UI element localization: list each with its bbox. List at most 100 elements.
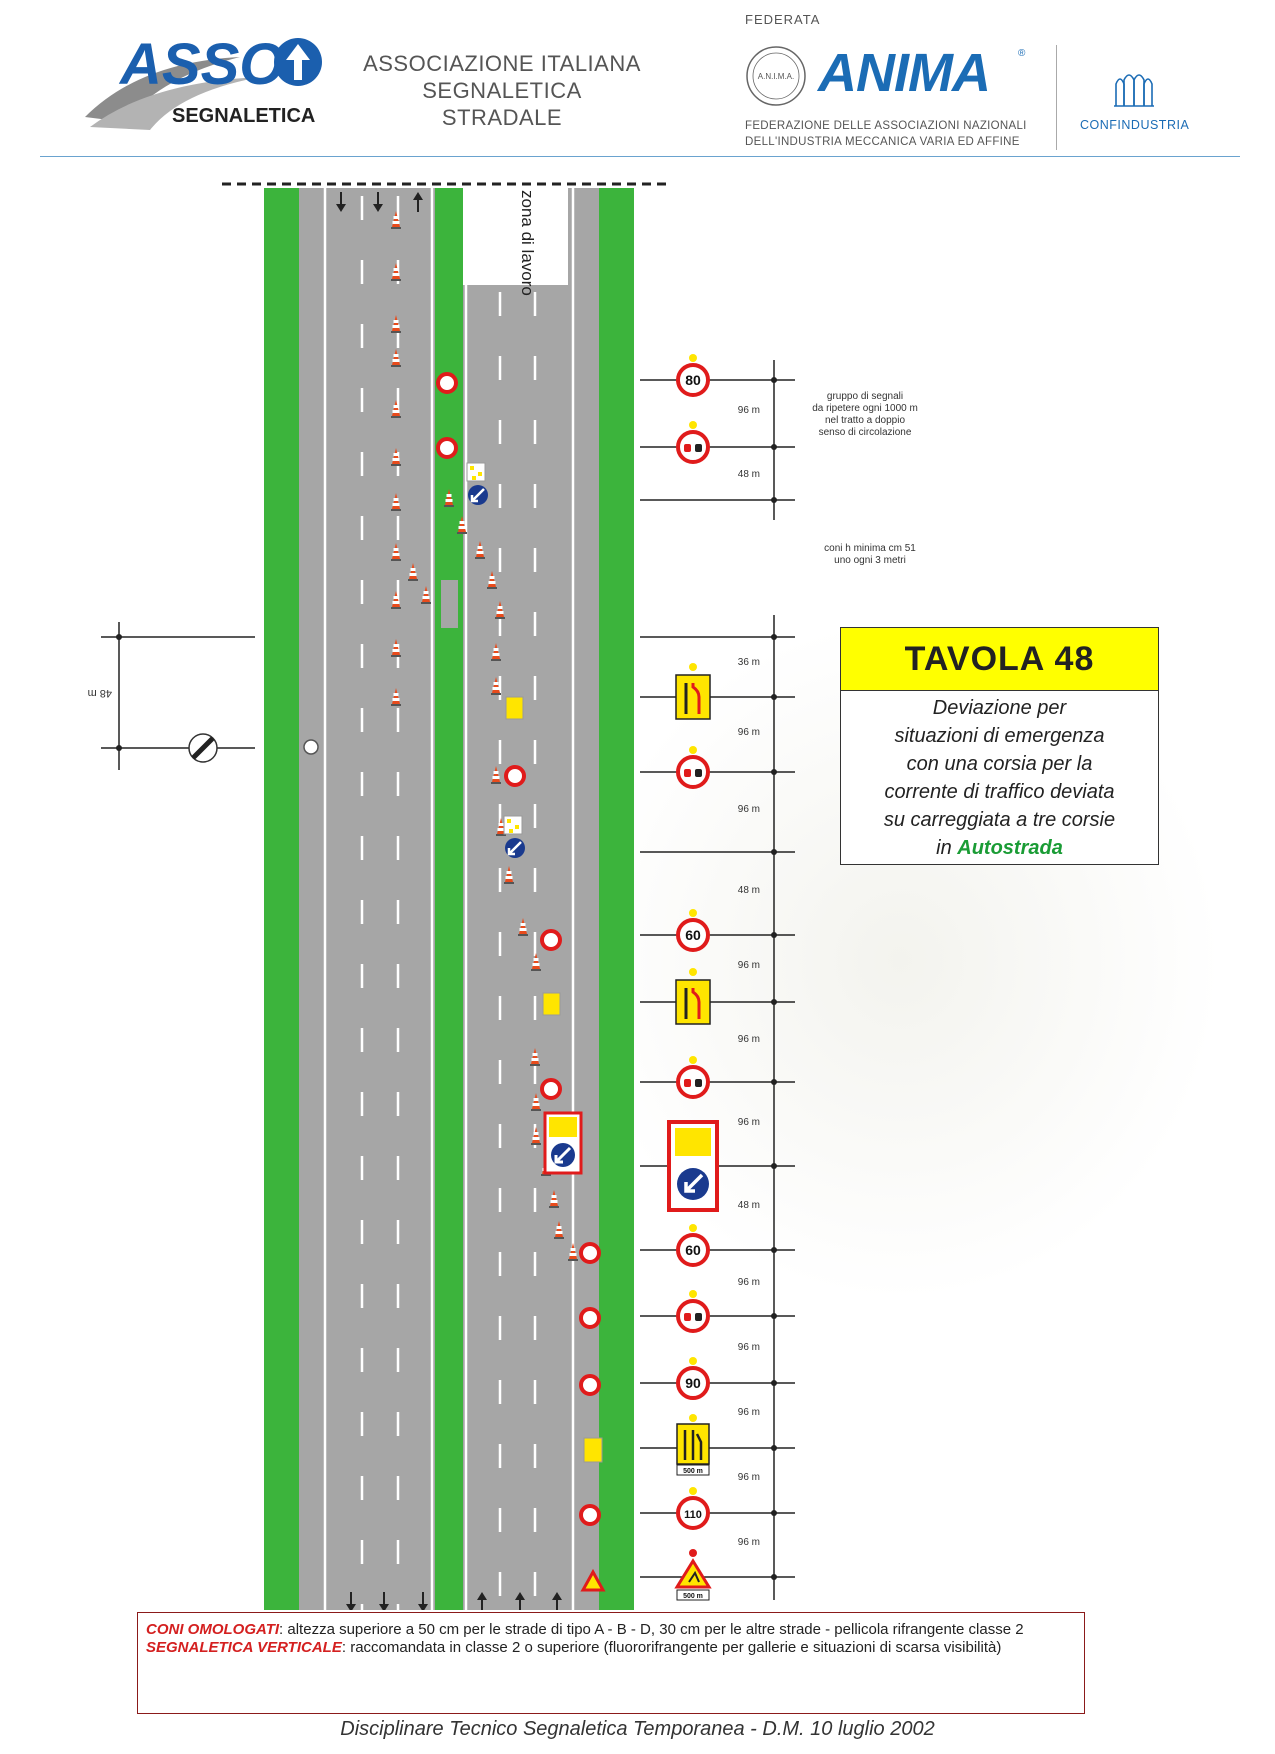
arrow-down-icon: [373, 192, 383, 212]
distance-label: 96 m: [738, 960, 760, 971]
tavola-desc-highlight: Autostrada: [957, 837, 1063, 859]
footer-caption: Disciplinare Tecnico Segnaletica Tempora…: [340, 1718, 935, 1740]
tavola-desc-line: situazioni di emergenza: [894, 725, 1105, 747]
distance-label: 36 m: [738, 657, 760, 668]
speed-limit-value: 110: [684, 1509, 702, 1521]
warning-lamp-icon: [689, 354, 697, 362]
no-entry-sign-icon: [579, 1374, 601, 1396]
note-signage-text: : raccomandata in classe 2 o superiore (…: [341, 1639, 1002, 1656]
tavola-desc-line: con una corsia per la: [906, 753, 1093, 775]
warning-lamp-icon: [689, 1549, 697, 1557]
warning-lamp-icon: [689, 746, 697, 754]
asso-swoosh: [85, 57, 240, 122]
distance-label: 96 m: [738, 1117, 760, 1128]
on-road-devices: [303, 372, 606, 1592]
delineator-icon: [303, 739, 319, 755]
yellow-warning-panel-icon: [505, 696, 524, 720]
no-entry-sign-icon: [579, 1307, 601, 1329]
warning-triangle-icon: [580, 1568, 606, 1592]
road-diagram: zona di lavoro: [88, 182, 1220, 1610]
note-line: nel tratto a doppio: [825, 415, 905, 426]
supplementary-plate-text: 500 m: [683, 1468, 703, 1475]
distance-label: 48 m: [738, 469, 760, 480]
no-entry-sign-icon: [540, 929, 562, 951]
speed-limit-sign-icon: 60: [676, 918, 710, 952]
roadworks-sign-icon: 500 m: [674, 1558, 712, 1601]
lane-change-sign-icon: [675, 979, 711, 1025]
tavola-desc-line: in Autostrada: [847, 834, 1152, 862]
warning-lamp-icon: [689, 968, 697, 976]
federata-label: FEDERATA: [745, 12, 821, 27]
speed-limit-value: 90: [685, 1375, 701, 1391]
lane-direction-arrows: [336, 192, 562, 1610]
distance-label: 96 m: [738, 1472, 760, 1483]
anima-seal-text: A.N.I.M.A.: [758, 72, 794, 81]
note-signage-key: SEGNALETICA VERTICALE: [146, 1639, 342, 1656]
no-entry-sign-icon: [436, 372, 458, 394]
tavola-desc-line: su carreggiata a tre corsie: [883, 809, 1116, 831]
asso-fullname-line1: ASSOCIAZIONE ITALIANA: [363, 51, 641, 76]
no-entry-sign-icon: [579, 1504, 601, 1526]
note-line: gruppo di segnali: [827, 391, 903, 402]
asso-swoosh-light: [90, 77, 260, 130]
speed-limit-sign-icon: 80: [676, 363, 710, 397]
no-entry-sign-icon: [540, 1078, 562, 1100]
cones-note: coni h minima cm 51 uno ogni 3 metri: [824, 543, 916, 566]
distance-label: 96 m: [738, 405, 760, 416]
confindustria-emblem-icon: [1114, 74, 1154, 107]
note-signage: SEGNALETICA VERTICALE: raccomandata in c…: [146, 1639, 1001, 1657]
notes-box: CONI OMOLOGATI: altezza superiore a 50 c…: [137, 1612, 1085, 1714]
header-separator: [1056, 45, 1057, 150]
arrow-up-icon: [274, 38, 322, 86]
flashing-light-panel-icon: [503, 815, 523, 835]
tavola-description: Deviazione per situazioni di emergenza c…: [847, 694, 1152, 862]
repeat-group-note: gruppo di segnali da ripetere ogni 1000 …: [812, 391, 918, 438]
warning-lamp-icon: [689, 1224, 697, 1232]
no-overtaking-sign-icon: [676, 430, 710, 464]
distance-label: 96 m: [738, 727, 760, 738]
asso-logo: ASSO SEGNALETICA: [85, 32, 322, 130]
anima-registered: ®: [1018, 48, 1026, 59]
arrow-down-icon: [418, 1592, 428, 1610]
median-crossover: [443, 630, 460, 1610]
arrow-down-icon: [379, 1592, 389, 1610]
note-cones-key: CONI OMOLOGATI: [146, 1621, 280, 1638]
speed-limit-value: 60: [685, 927, 701, 943]
tavola-box: TAVOLA 48 Deviazione per situazioni di e…: [840, 627, 1159, 865]
keep-left-panel-icon: [667, 1120, 719, 1212]
tavola-desc-line: corrente di traffico deviata: [884, 781, 1115, 803]
arrow-up-icon: [552, 1592, 562, 1610]
no-entry-sign-icon: [579, 1242, 601, 1264]
anima-fullname: FEDERAZIONE DELLE ASSOCIAZIONI NAZIONALI…: [745, 118, 1027, 150]
work-zone-area: [463, 188, 568, 285]
header-rule: [40, 156, 1240, 157]
speed-limit-value: 80: [685, 372, 701, 388]
keep-left-sign-icon: [468, 485, 488, 505]
supplementary-plate-text: 500 m: [683, 1593, 703, 1600]
verge-right: [599, 188, 634, 1610]
yellow-warning-panel-icon: [583, 1437, 603, 1463]
no-overtaking-sign-icon: [676, 1065, 710, 1099]
distance-label: 96 m: [738, 1342, 760, 1353]
lane-preselection-sign-icon: 500 m: [676, 1423, 710, 1476]
note-cones: CONI OMOLOGATI: altezza superiore a 50 c…: [146, 1621, 1024, 1639]
anima-logo: ANIMA: [818, 43, 991, 103]
no-entry-sign-icon: [504, 765, 526, 787]
no-overtaking-sign-icon: [676, 755, 710, 789]
keep-left-sign-icon: [505, 838, 525, 858]
warning-lamp-icon: [689, 1487, 697, 1495]
left-distance-marker: 48 m: [88, 622, 255, 770]
anima-fullname-line2: DELL'INDUSTRIA MECCANICA VARIA ED AFFINE: [745, 136, 1020, 148]
carriageway-opposite: [299, 188, 435, 1610]
no-overtaking-sign-icon: [676, 1299, 710, 1333]
left-distance-label: 48 m: [88, 687, 112, 699]
arrow-board-icon: [543, 1111, 583, 1175]
speed-limit-sign-icon: 90: [676, 1366, 710, 1400]
arrow-up-icon: [515, 1592, 525, 1610]
tavola-title: TAVOLA 48: [841, 628, 1158, 691]
asso-brand: ASSO: [118, 32, 284, 97]
carriageway-main: [463, 188, 599, 1610]
asso-fullname: ASSOCIAZIONE ITALIANA SEGNALETICA STRADA…: [362, 50, 642, 131]
warning-lamp-icon: [689, 421, 697, 429]
distance-label: 48 m: [738, 1200, 760, 1211]
